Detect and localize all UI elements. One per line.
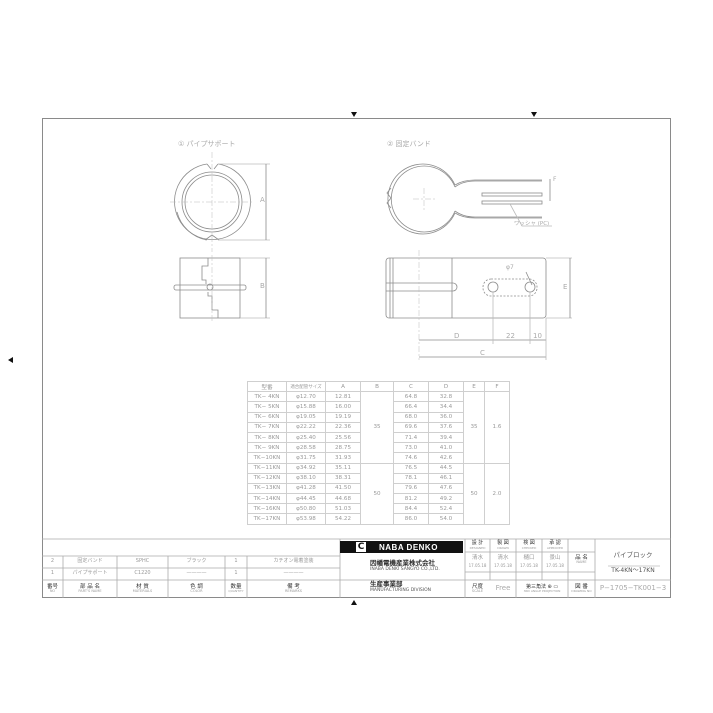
fixing-band-side-view <box>385 257 572 360</box>
header-color: 色 調 COLOR <box>190 584 203 594</box>
col-model: 型番 <box>247 380 287 393</box>
col-a: A <box>325 380 361 393</box>
company-logo: C NABA DENKO <box>345 541 463 553</box>
col-f: F <box>484 380 510 393</box>
scale-label: 尺度 SCALE <box>471 584 484 594</box>
fixing-band-top-view <box>386 163 552 235</box>
group2-f: 2.0 <box>484 462 510 525</box>
part1-material: C1220 <box>134 570 151 577</box>
approved-signature: 景山 17.05.18 <box>546 555 564 569</box>
dim-a-label: A <box>260 196 265 204</box>
part1-name: パイプサポート <box>72 570 108 577</box>
header-quantity: 数量 QUANTITY <box>228 584 244 594</box>
col-c: C <box>393 380 429 393</box>
division-jp: 生産事業部 <box>370 580 403 588</box>
drawing-frame <box>42 118 671 598</box>
group2-b: 50 <box>360 462 394 525</box>
center-marker-bottom <box>351 600 357 605</box>
group2-e: 50 <box>463 462 485 525</box>
part2-material: SPHC <box>135 558 150 565</box>
part1-remarks: ———— <box>283 570 304 577</box>
logo-block-left <box>340 541 346 553</box>
part2-no: 2 <box>50 558 55 565</box>
part1-title: ① パイプサポート <box>178 140 236 148</box>
header-materials: 材 質 MATERIALS <box>132 584 153 594</box>
header-part-name: 部 品 名 PART'S NAME <box>78 584 102 594</box>
header-remarks: 備 考 REMARKS <box>284 584 302 594</box>
group1-b: 35 <box>360 391 394 464</box>
designed-signature: 清水 17.05.18 <box>468 555 487 569</box>
pipe-support-side-view <box>173 257 270 319</box>
group1-e: 35 <box>463 391 485 464</box>
header-no: 番号 NO <box>46 584 58 594</box>
dim-b-label: B <box>260 282 265 290</box>
logo-mark-icon: C <box>355 541 367 553</box>
division-en: MANUFACTURING DIVISION <box>370 588 432 593</box>
dim-e-label: E <box>563 283 568 291</box>
part2-qty: 1 <box>234 558 238 565</box>
part2-color: ブラック <box>186 558 207 565</box>
designed-header: 設 計 DESIGNED <box>469 540 486 550</box>
logo-text: NABA DENKO <box>379 542 438 552</box>
spec-table-header: 型番 適合配管サイズ A B C D E F <box>247 380 510 393</box>
product-name: パイブロック <box>613 551 653 560</box>
center-marker-left <box>8 357 13 363</box>
dim-22-label: 22 <box>506 332 515 340</box>
dim-c-label: C <box>480 349 485 357</box>
drawing-no-label: 図 番 DRAWING NO <box>571 584 592 594</box>
name-label: 品 名 NAME <box>575 554 588 564</box>
approved-header: 承 認 APPROVED <box>546 540 564 550</box>
part2-title: ② 固定バンド <box>387 140 431 148</box>
center-marker-top-2 <box>531 112 537 117</box>
col-b: B <box>360 380 394 393</box>
dim-d-label: D <box>454 332 460 340</box>
part1-color: ———— <box>186 570 207 577</box>
company-name-jp: 因幡電機産業株式会社 <box>370 559 435 567</box>
part2-name: 固定バンド <box>77 558 103 565</box>
drawing-number: P−1705−TK001−3 <box>599 584 667 593</box>
company-name-en: INABA DENKI SANGYO CO.,LTD. <box>370 567 440 572</box>
projection-method: 第三角法 ⊕ ▭ 3RD ANGLE PROJECTION <box>523 583 561 594</box>
col-pipe-size: 適合配管サイズ <box>286 380 326 393</box>
dim-f-label: F <box>553 176 557 183</box>
center-marker-top-1 <box>351 112 357 117</box>
checked-header: 検 図 CHECKED <box>521 540 537 550</box>
product-range: TK-4KN〜17KN <box>611 566 655 574</box>
dim-10-label: 10 <box>533 332 542 340</box>
hole-diameter-label: φ7 <box>506 264 514 271</box>
washer-label: ワッシャ (PC) <box>514 221 550 227</box>
part2-remarks: カチオン電着塗装 <box>273 558 314 565</box>
col-e: E <box>463 380 485 393</box>
drawn-signature: 清水 17.05.18 <box>494 555 512 569</box>
col-d: D <box>428 380 464 393</box>
group1-f: 1.6 <box>484 391 510 464</box>
scale-value: Free <box>495 584 511 593</box>
checked-signature: 樋口 17.05.18 <box>520 555 538 569</box>
part1-no: 1 <box>50 570 55 577</box>
drawn-header: 製 図 DRAWN <box>497 540 509 550</box>
part1-qty: 1 <box>234 570 238 577</box>
